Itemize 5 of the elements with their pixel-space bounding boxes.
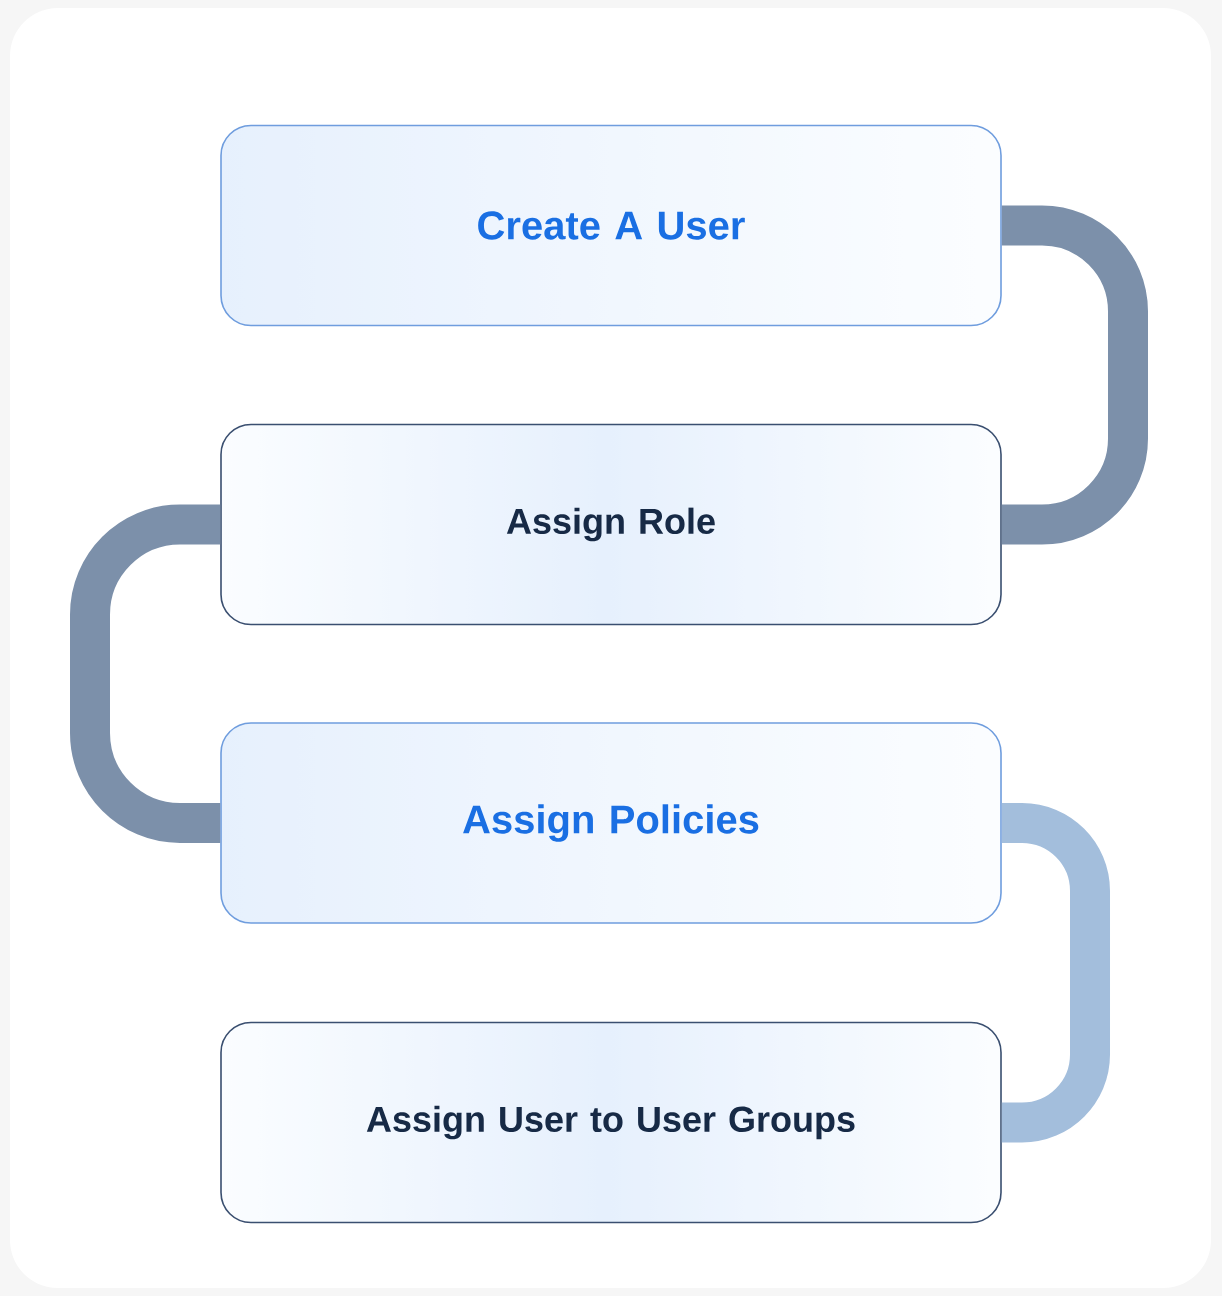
step-box: Assign Policies [220,722,1002,924]
step-box: Create A User [220,124,1002,327]
step-box: Assign User to User Groups [220,1021,1002,1224]
step-box: Assign Role [220,423,1002,626]
connector-band [1001,803,1110,1143]
